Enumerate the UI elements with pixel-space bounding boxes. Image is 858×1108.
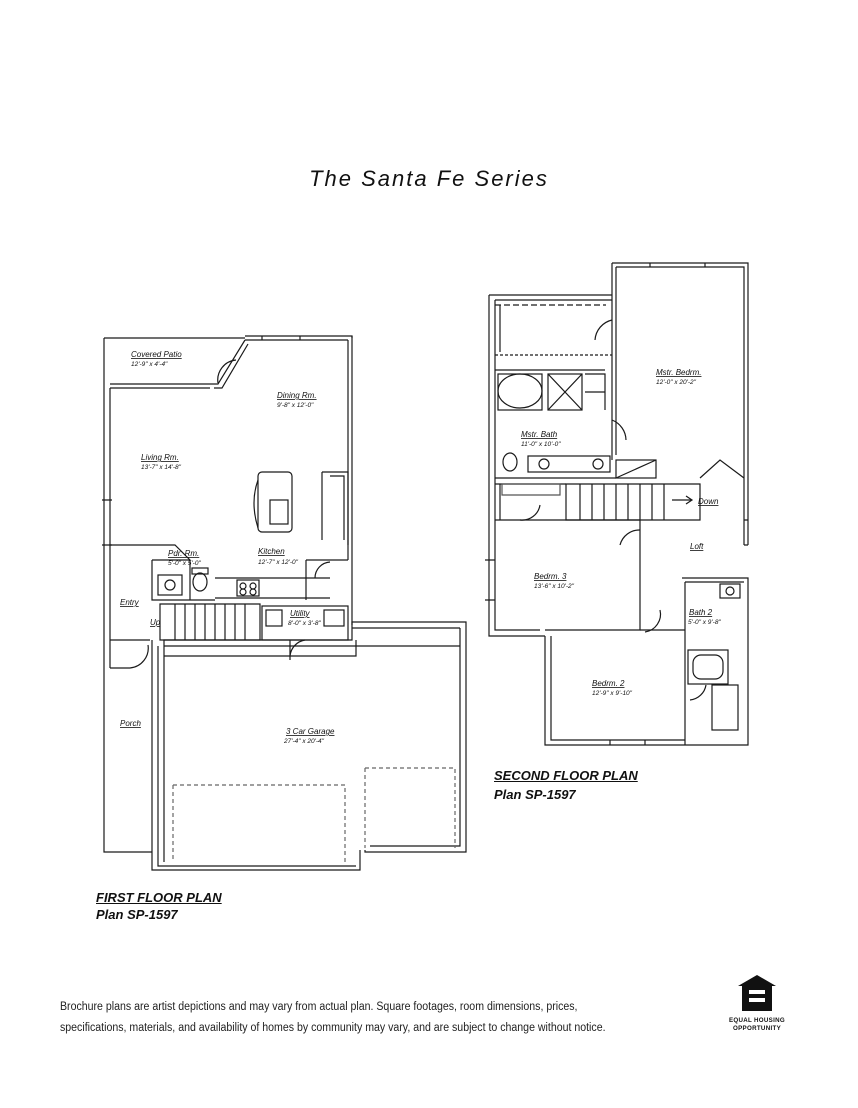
room-dims-bath-2: 5'-0" x 9'-8" — [688, 619, 721, 626]
first-floor-plan-number: Plan SP-1597 — [96, 907, 178, 922]
room-label-kitchen: Kitchen — [258, 547, 285, 556]
equal-housing-text-line-1: EQUAL HOUSING — [728, 1017, 786, 1024]
second-floor-caption: SECOND FLOOR PLAN — [494, 768, 638, 783]
room-dims-kitchen: 12'-7" x 12'-0" — [258, 559, 299, 566]
second-floor-labels: Mstr. Bedrm. 12'-0" x 20'-2" Mstr. Bath … — [521, 368, 721, 697]
equal-housing-logo: EQUAL HOUSING OPPORTUNITY — [722, 974, 792, 1033]
first-floor-labels: Covered Patio 12'-9" x 4'-4" Dining Rm. … — [120, 350, 335, 745]
room-dims-garage: 27'-4" x 20'-4" — [283, 738, 325, 745]
disclaimer-line-1: Brochure plans are artist depictions and… — [60, 1001, 578, 1013]
first-floor-plan — [102, 335, 467, 871]
room-dims-bedroom-2: 12'-9" x 9'-10" — [592, 690, 633, 697]
room-label-powder: Pdr. Rm. — [168, 549, 199, 558]
room-label-garage: 3 Car Garage — [286, 727, 335, 736]
room-dims-powder: 5'-0" x 5'-0" — [168, 560, 201, 567]
room-label-entry: Entry — [120, 598, 140, 607]
room-label-loft: Loft — [690, 542, 704, 551]
second-floor-plan — [485, 262, 749, 746]
equal-housing-house-icon — [738, 975, 776, 1011]
room-label-covered-patio: Covered Patio — [131, 350, 182, 359]
room-dims-dining: 9'-8" x 12'-0" — [277, 402, 314, 409]
stair-label-down: Down — [698, 497, 719, 506]
room-dims-covered-patio: 12'-9" x 4'-4" — [131, 361, 168, 368]
room-label-dining: Dining Rm. — [277, 391, 317, 400]
first-floor-caption: FIRST FLOOR PLAN — [96, 890, 222, 905]
room-label-bedroom-3: Bedrm. 3 — [534, 572, 567, 581]
second-floor-plan-number: Plan SP-1597 — [494, 787, 576, 802]
room-dims-utility: 8'-0" x 3'-8" — [288, 620, 321, 627]
page-title: The Santa Fe Series — [309, 166, 549, 191]
room-label-master-bedroom: Mstr. Bedrm. — [656, 368, 701, 377]
room-label-bath-2: Bath 2 — [689, 608, 713, 617]
equal-housing-text-line-2: OPPORTUNITY — [733, 1025, 781, 1032]
room-dims-living: 13'-7" x 14'-8" — [141, 464, 182, 471]
room-dims-bedroom-3: 13'-6" x 10'-2" — [534, 583, 575, 590]
room-dims-master-bedroom: 12'-0" x 20'-2" — [656, 379, 697, 386]
room-label-living: Living Rm. — [141, 453, 179, 462]
stair-label-up: Up — [150, 618, 161, 627]
room-label-utility: Utility — [290, 609, 311, 618]
room-label-master-bath: Mstr. Bath — [521, 430, 558, 439]
disclaimer-line-2: specifications, materials, and availabil… — [60, 1022, 606, 1034]
room-label-bedroom-2: Bedrm. 2 — [592, 679, 625, 688]
disclaimer: Brochure plans are artist depictions and… — [60, 997, 649, 1039]
room-dims-master-bath: 11'-0" x 10'-0" — [521, 441, 561, 448]
room-label-porch: Porch — [120, 719, 141, 728]
